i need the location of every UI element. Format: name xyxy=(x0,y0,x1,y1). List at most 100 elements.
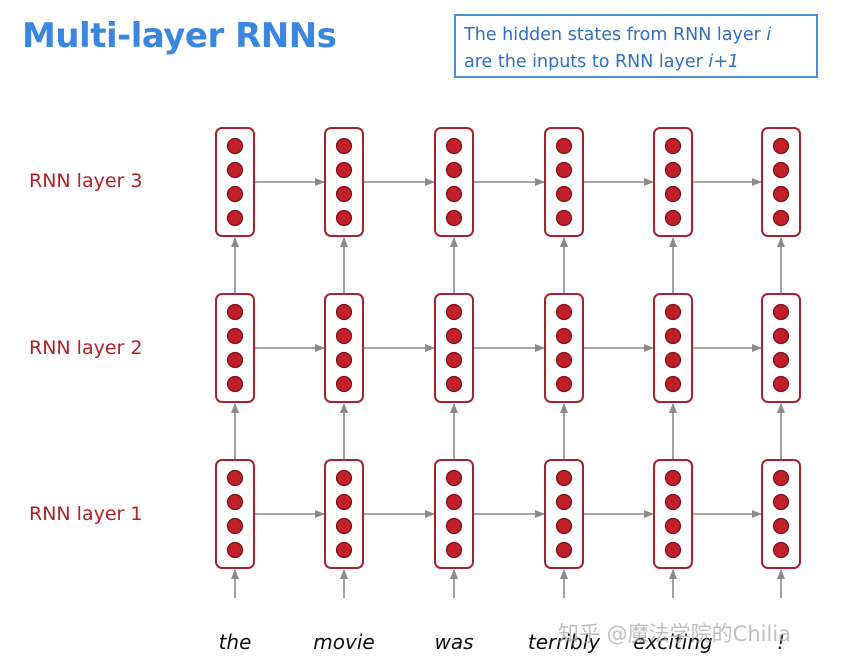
note-line-2: are the inputs to RNN layer i+1 xyxy=(464,49,816,76)
hidden-unit xyxy=(335,375,353,393)
note-line-2-text: are the inputs to RNN layer xyxy=(464,52,709,72)
hidden-unit xyxy=(772,327,790,345)
hidden-unit xyxy=(555,137,573,155)
note-line-1-var: i xyxy=(766,25,772,45)
hidden-unit xyxy=(226,493,244,511)
hidden-unit xyxy=(772,541,790,559)
input-word: ! xyxy=(777,630,785,654)
hidden-unit xyxy=(335,327,353,345)
hidden-unit xyxy=(226,161,244,179)
hidden-unit xyxy=(226,185,244,203)
rnn-cell xyxy=(544,459,584,569)
hidden-unit xyxy=(664,375,682,393)
hidden-unit xyxy=(335,209,353,227)
hidden-unit xyxy=(445,351,463,369)
hidden-unit xyxy=(664,137,682,155)
hidden-unit xyxy=(226,303,244,321)
hidden-unit xyxy=(445,327,463,345)
hidden-unit xyxy=(555,493,573,511)
words-group: the movie was terribly exciting! xyxy=(219,630,785,654)
rnn-cell xyxy=(215,293,255,403)
hidden-unit xyxy=(335,517,353,535)
hidden-unit xyxy=(555,375,573,393)
layer-label-3: RNN layer 3 xyxy=(29,170,143,192)
hidden-unit xyxy=(772,185,790,203)
hidden-unit xyxy=(664,351,682,369)
input-word: the xyxy=(219,630,252,654)
rnn-cell xyxy=(761,127,801,237)
hidden-unit xyxy=(555,209,573,227)
hidden-unit xyxy=(664,493,682,511)
rnn-cell xyxy=(653,459,693,569)
rnn-cell xyxy=(434,293,474,403)
hidden-unit xyxy=(445,185,463,203)
rnn-cell xyxy=(653,293,693,403)
rnn-cell xyxy=(324,459,364,569)
hidden-unit xyxy=(772,351,790,369)
hidden-unit xyxy=(772,493,790,511)
hidden-unit xyxy=(445,303,463,321)
hidden-unit xyxy=(664,517,682,535)
hidden-unit xyxy=(445,375,463,393)
slide-title: Multi-layer RNNs xyxy=(22,16,337,56)
note-box: The hidden states from RNN layer i are t… xyxy=(454,14,818,78)
hidden-unit xyxy=(664,161,682,179)
hidden-unit xyxy=(555,517,573,535)
rnn-cell xyxy=(215,127,255,237)
note-line-1-text: The hidden states from RNN layer xyxy=(464,25,767,45)
input-word: movie xyxy=(313,630,374,654)
input-word: exciting xyxy=(633,630,712,654)
hidden-unit xyxy=(445,137,463,155)
input-word: terribly xyxy=(528,630,601,654)
hidden-unit xyxy=(226,209,244,227)
hidden-unit xyxy=(772,517,790,535)
hidden-unit xyxy=(555,161,573,179)
hidden-unit xyxy=(772,209,790,227)
hidden-unit xyxy=(335,541,353,559)
watermark: 知乎 @魔法学院的Chilia xyxy=(558,622,792,646)
hidden-unit xyxy=(772,137,790,155)
rnn-cell xyxy=(761,459,801,569)
hidden-unit xyxy=(445,469,463,487)
hidden-unit xyxy=(445,541,463,559)
hidden-unit xyxy=(226,541,244,559)
hidden-unit xyxy=(335,137,353,155)
hidden-unit xyxy=(772,303,790,321)
hidden-unit xyxy=(555,469,573,487)
rnn-cell xyxy=(761,293,801,403)
rnn-cell xyxy=(215,459,255,569)
hidden-unit xyxy=(335,161,353,179)
layer-label-2: RNN layer 2 xyxy=(29,337,143,359)
hidden-unit xyxy=(335,469,353,487)
rnn-cell xyxy=(324,127,364,237)
rnn-cell xyxy=(544,127,584,237)
hidden-unit xyxy=(226,351,244,369)
input-word: was xyxy=(434,630,473,654)
hidden-unit xyxy=(664,541,682,559)
hidden-unit xyxy=(445,493,463,511)
hidden-unit xyxy=(445,517,463,535)
rnn-cell xyxy=(434,127,474,237)
arrows-group xyxy=(231,178,785,598)
hidden-unit xyxy=(664,327,682,345)
hidden-unit xyxy=(226,469,244,487)
rnn-cell xyxy=(544,293,584,403)
hidden-unit xyxy=(335,185,353,203)
hidden-unit xyxy=(555,185,573,203)
hidden-unit xyxy=(772,161,790,179)
hidden-unit xyxy=(445,209,463,227)
rnn-cell xyxy=(653,127,693,237)
hidden-unit xyxy=(335,493,353,511)
hidden-unit xyxy=(226,375,244,393)
hidden-unit xyxy=(555,351,573,369)
rnn-cell xyxy=(324,293,364,403)
hidden-unit xyxy=(226,327,244,345)
note-line-2-var: i+1 xyxy=(708,52,740,72)
hidden-unit xyxy=(664,469,682,487)
note-line-1: The hidden states from RNN layer i xyxy=(464,22,816,49)
hidden-unit xyxy=(226,517,244,535)
rnn-cell xyxy=(434,459,474,569)
hidden-unit xyxy=(555,327,573,345)
hidden-unit xyxy=(772,375,790,393)
